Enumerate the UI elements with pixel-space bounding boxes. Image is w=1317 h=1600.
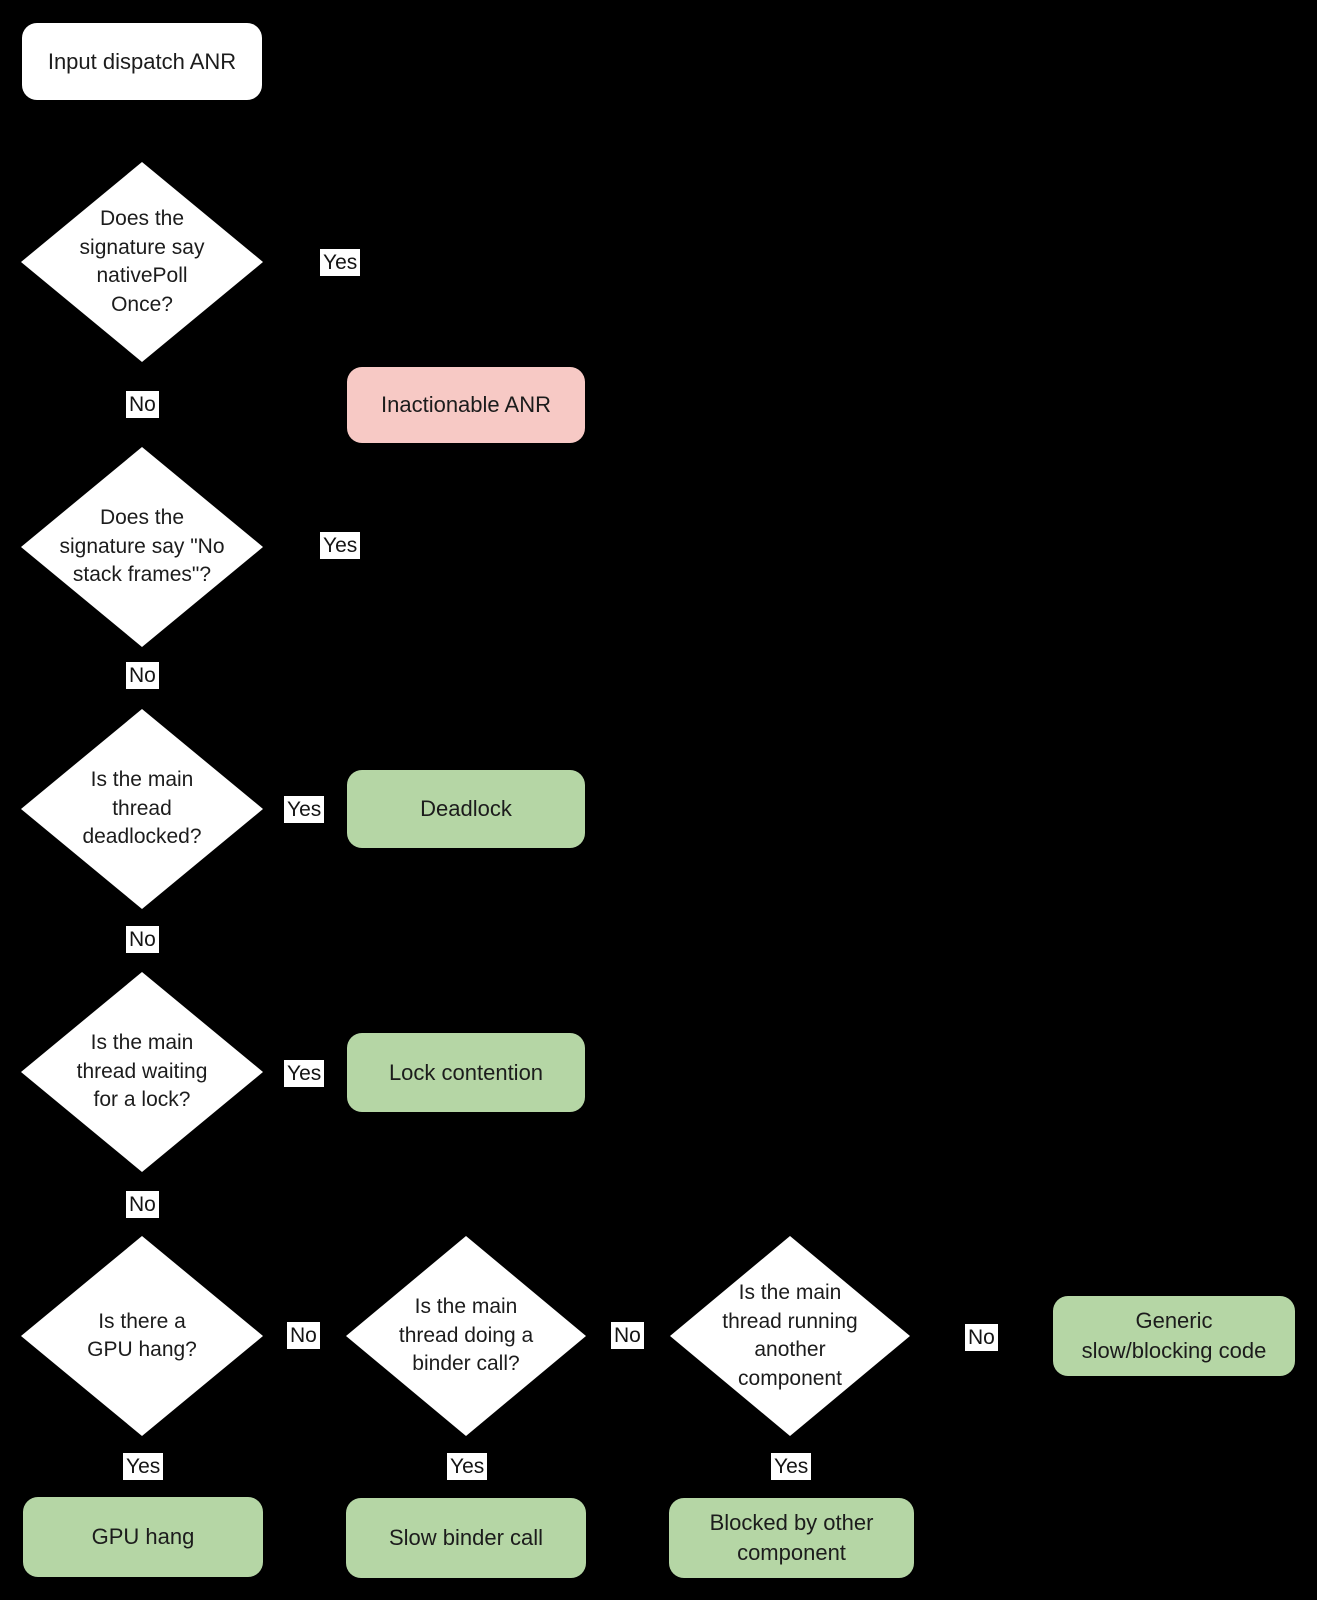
edge-label-no-another-component: No xyxy=(965,1324,998,1351)
edge-label-no-gpu-hang: No xyxy=(287,1322,320,1349)
outcome-node-slow-binder-call: Slow binder call xyxy=(346,1498,586,1578)
edge-label-no-binder-call: No xyxy=(611,1322,644,1349)
edge-label-yes-waiting-for-lock: Yes xyxy=(284,1060,325,1087)
outcome-node-deadlock: Deadlock xyxy=(347,770,585,848)
outcome-node-lock-contention: Lock contention xyxy=(347,1033,585,1112)
outcome-node-generic-slow-blocking-code: Generic slow/blocking code xyxy=(1053,1296,1295,1376)
decision-main-thread-binder-call: Is the main thread doing a binder call? xyxy=(346,1236,586,1436)
start-node-input-dispatch-anr: Input dispatch ANR xyxy=(22,23,262,100)
edge-label-yes-deadlocked: Yes xyxy=(284,796,325,823)
edge-label-no-waiting-for-lock: No xyxy=(126,1191,159,1218)
edge-label-yes-nativepollonce: Yes xyxy=(320,249,361,276)
decision-signature-nativepollonce: Does the signature say nativePoll Once? xyxy=(21,162,263,362)
decision-signature-no-stack-frames: Does the signature say "No stack frames"… xyxy=(21,447,263,647)
edge-label-no-no-stack-frames: No xyxy=(126,662,159,689)
decision-main-thread-running-another-component: Is the main thread running another compo… xyxy=(670,1236,910,1436)
outcome-node-gpu-hang: GPU hang xyxy=(23,1497,263,1577)
decision-gpu-hang: Is there a GPU hang? xyxy=(21,1236,263,1436)
edge-label-no-deadlocked: No xyxy=(126,926,159,953)
outcome-node-inactionable-anr: Inactionable ANR xyxy=(347,367,585,443)
edge-label-yes-no-stack-frames: Yes xyxy=(320,532,361,559)
outcome-node-blocked-by-other-component: Blocked by other component xyxy=(669,1498,914,1578)
decision-main-thread-deadlocked: Is the main thread deadlocked? xyxy=(21,709,263,909)
edge-label-no-nativepollonce: No xyxy=(126,391,159,418)
decision-main-thread-waiting-for-lock: Is the main thread waiting for a lock? xyxy=(21,972,263,1172)
edge-label-yes-gpu-hang: Yes xyxy=(123,1453,164,1480)
edge-label-yes-another-component: Yes xyxy=(771,1453,812,1480)
edge-label-yes-binder-call: Yes xyxy=(447,1453,488,1480)
